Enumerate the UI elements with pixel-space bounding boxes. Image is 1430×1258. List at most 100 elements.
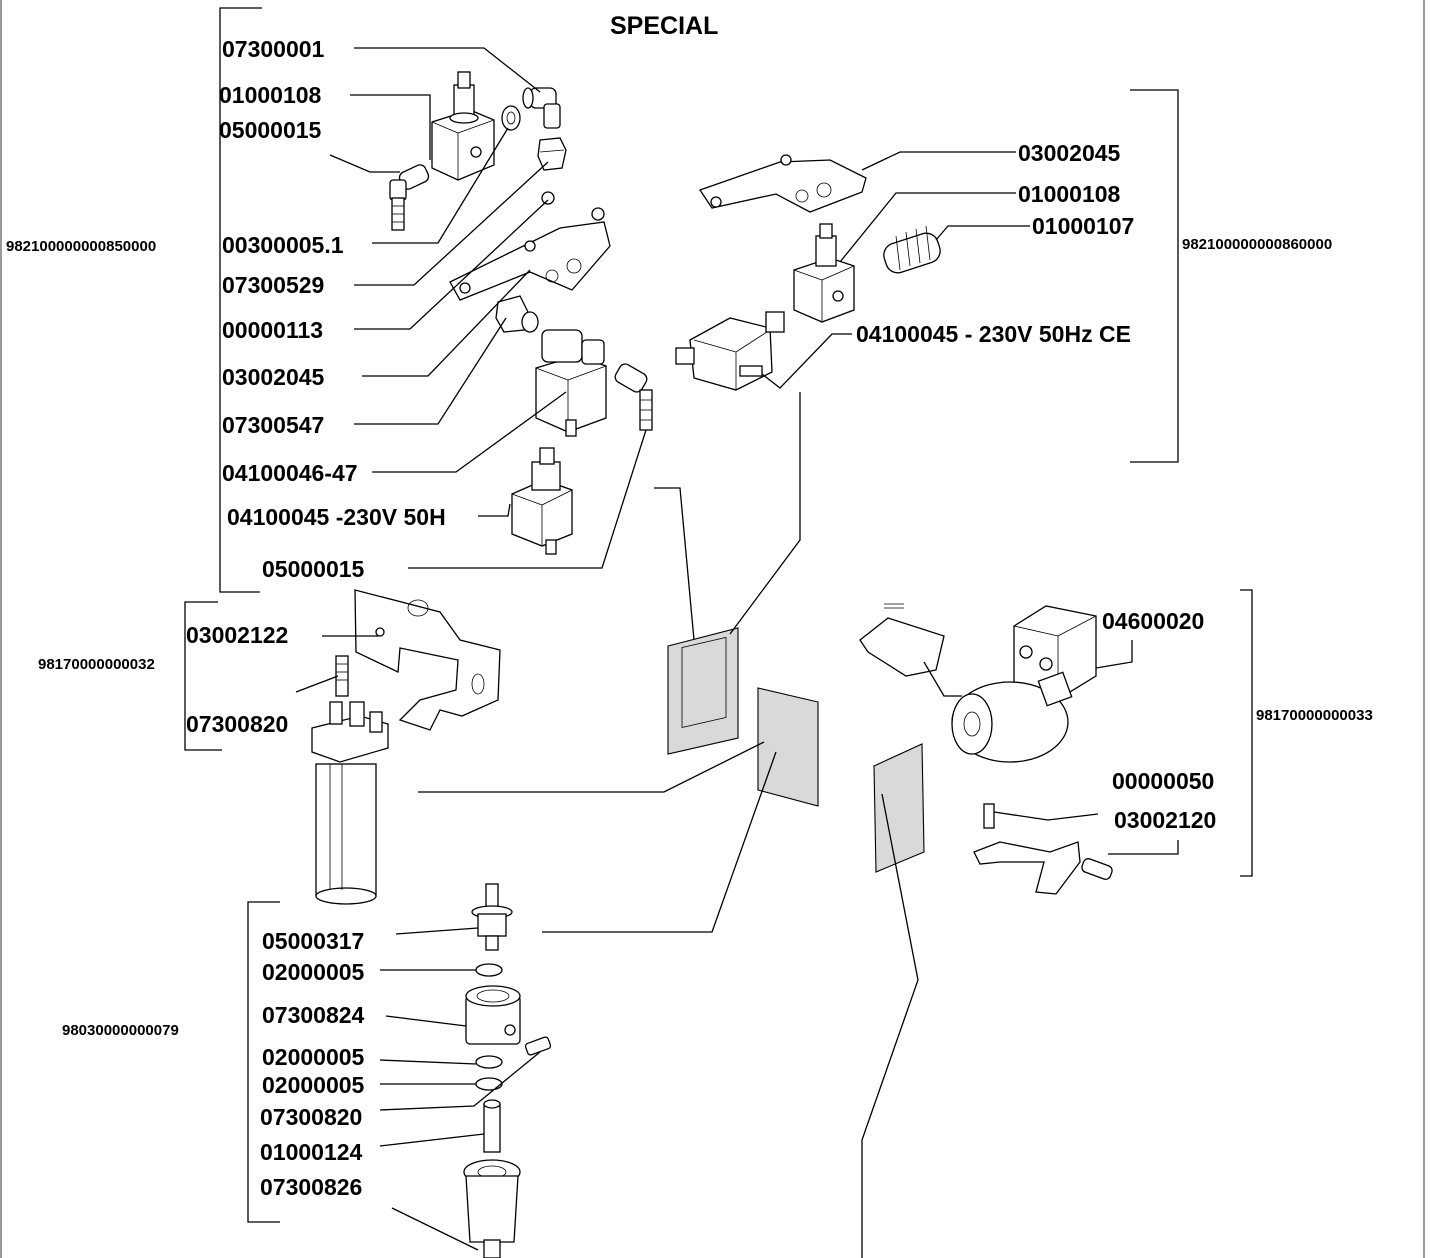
part-label: 05000015 [219, 117, 322, 143]
part-label: 00000113 [222, 317, 324, 343]
nozzle-05000317 [471, 883, 513, 951]
base-07300826 [463, 1159, 521, 1258]
group-label-4: 98170000000033 [1256, 707, 1373, 724]
part-label: 07300820 [186, 711, 289, 737]
bracket-group-2 [1130, 89, 1179, 463]
pcb-panel-2 [757, 687, 819, 807]
part-label: 00300005.1 [222, 232, 344, 258]
leader-l12 [861, 151, 1016, 171]
valve-block-01000108 [431, 71, 495, 181]
leader-l21 [395, 927, 479, 935]
part-label: 04100045 - 230V 50Hz CE [856, 321, 1131, 347]
leader-l24 [379, 1059, 477, 1065]
group-label-1: 982100000000850000 [6, 238, 157, 255]
leader-l06 [354, 199, 549, 330]
bracket-group-5 [247, 901, 280, 1223]
support-bracket-03002120 [973, 803, 1113, 895]
leader-l13 [839, 192, 1016, 263]
leader-l03 [329, 154, 400, 173]
leader-l07 [362, 269, 531, 377]
part-label: 07300547 [222, 412, 325, 438]
part-label: 01000124 [260, 1139, 363, 1165]
leader-l15 [761, 333, 852, 389]
connector-group4-bracket [923, 661, 962, 697]
part-label: 07300820 [260, 1104, 363, 1130]
leader-l23 [385, 1015, 467, 1027]
cap-07300824 [465, 985, 521, 1045]
solenoid-valve-04100045-ce [675, 311, 785, 391]
small-bracket-center [859, 603, 945, 677]
part-label: 03002045 [1018, 140, 1121, 166]
part-label: 07300826 [260, 1174, 363, 1200]
part-label: 04100045 -230V 50H [227, 504, 446, 530]
leader-l18 [1095, 640, 1133, 669]
elbow-fitting-07300001 [522, 87, 561, 129]
leader-l08 [354, 317, 507, 425]
valve-block-01000108-right [793, 223, 855, 323]
part-label: 03002045 [222, 364, 325, 390]
part-label: 01000107 [1032, 213, 1135, 239]
leader-l10 [478, 503, 511, 517]
leader-l28 [391, 1207, 479, 1251]
leader-l14 [935, 225, 1030, 241]
silencer-01000107 [883, 225, 941, 274]
elbow-hose-05000015-lower [614, 363, 653, 431]
solenoid-valve-04100045 [511, 447, 573, 555]
connector-group2-panel [729, 392, 801, 635]
fitting-07300820-lower [524, 1036, 552, 1056]
elbow-hose-05000015-upper [389, 164, 430, 231]
leader-l20 [1108, 840, 1179, 855]
connector-group5-panel [542, 751, 777, 933]
leader-l17 [295, 675, 339, 693]
nut-00300005 [501, 105, 521, 131]
o-ring-02000005-b [475, 1055, 503, 1069]
leader-l27 [379, 1133, 485, 1147]
bracket-group-3 [184, 601, 222, 751]
part-label: 03002122 [186, 622, 289, 648]
part-label: 02000005 [262, 1072, 365, 1098]
pcb-panel-3 [873, 743, 925, 873]
filter-housing [311, 701, 389, 905]
part-label: 07300001 [222, 36, 325, 62]
leader-l09 [372, 391, 567, 473]
connector-panel3-bottom [861, 793, 919, 1258]
fitting-07300547 [495, 295, 539, 333]
group-label-5: 98030000000079 [62, 1022, 179, 1039]
bracket-plate-03002045-left [449, 221, 611, 301]
part-label: 07300529 [222, 272, 325, 298]
part-label: 04100046-47 [222, 460, 358, 486]
o-ring-02000005-a [475, 963, 503, 977]
leader-l05 [354, 161, 549, 286]
part-label: 07300824 [262, 1002, 365, 1028]
connector-group1-panel [654, 487, 695, 641]
group-label-3: 98170000000032 [38, 656, 155, 673]
screw-00000113 [541, 191, 605, 221]
page-title: SPECIAL [610, 12, 719, 40]
leader-l04 [372, 127, 509, 244]
leader-l02 [350, 94, 431, 160]
leader-l26 [379, 1051, 541, 1111]
pcb-panel-1 [667, 627, 739, 755]
part-label: 00000050 [1112, 768, 1215, 794]
mounting-bracket-03002122 [354, 589, 501, 731]
part-label: 03002120 [1114, 807, 1217, 833]
part-label: 05000015 [262, 556, 365, 582]
bracket-group-4 [1240, 589, 1253, 877]
part-label: 02000005 [262, 959, 365, 985]
leader-l11 [408, 429, 647, 569]
o-ring-02000005-c [475, 1077, 503, 1091]
part-label: 01000108 [219, 82, 322, 108]
part-label: 02000005 [262, 1044, 365, 1070]
pump-04600020 [951, 605, 1097, 763]
group-label-2: 982100000000860000 [1182, 236, 1333, 253]
part-label: 01000108 [1018, 181, 1121, 207]
bracket-group-1 [219, 7, 262, 593]
leader-l19 [993, 811, 1099, 821]
hose-fitting-07300820-upper [335, 655, 349, 697]
part-label: 04600020 [1102, 608, 1205, 634]
solenoid-valve-04100046-47 [535, 329, 607, 437]
bracket-plate-03002045-right [698, 154, 867, 213]
part-label: 05000317 [262, 928, 365, 954]
